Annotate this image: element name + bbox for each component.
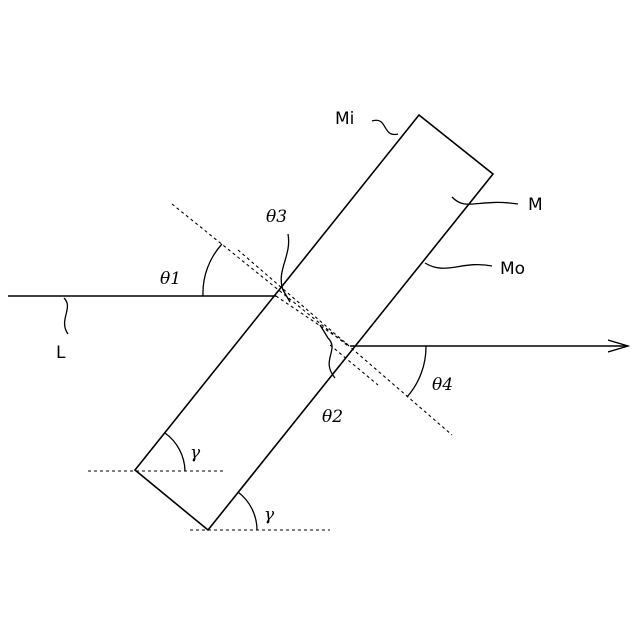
leader-mo — [425, 263, 492, 268]
arc-theta1 — [203, 244, 222, 296]
normal-exit — [238, 250, 452, 435]
arc-theta4 — [407, 346, 426, 397]
arc-theta3 — [283, 290, 290, 302]
internal-ray — [276, 296, 350, 346]
label-theta1: θ1 — [160, 269, 181, 289]
normal-entry — [172, 204, 348, 346]
label-theta2: θ2 — [322, 407, 343, 427]
label-theta4: θ4 — [432, 375, 453, 395]
label-mi: Mi — [335, 109, 354, 129]
label-gamma-bottom: γ — [264, 505, 275, 525]
leader-m — [452, 197, 518, 204]
label-theta3: θ3 — [266, 207, 287, 227]
label-m: M — [528, 195, 543, 215]
arc-gamma-top — [165, 433, 185, 471]
label-l: L — [56, 343, 66, 363]
leader-l — [64, 298, 68, 334]
arc-gamma-bottom — [238, 492, 257, 530]
arc-theta2 — [320, 325, 328, 338]
label-mo: Mo — [500, 259, 525, 279]
plate-m — [135, 115, 493, 530]
leader-mi — [372, 120, 398, 134]
label-gamma-top: γ — [190, 443, 201, 463]
